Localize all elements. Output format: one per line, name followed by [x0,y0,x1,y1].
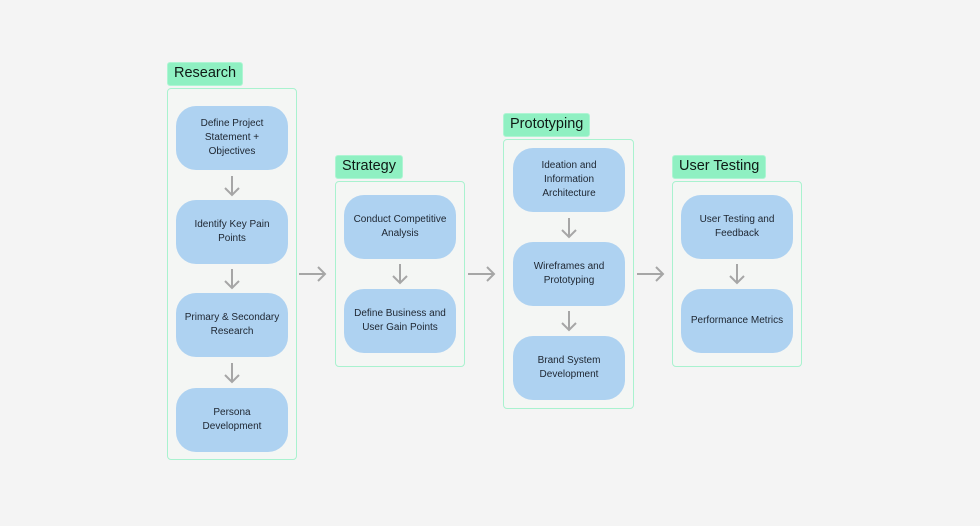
arrow-right [298,266,328,282]
arrow-down [224,362,240,384]
step-ideation-information-architecture: Ideation and Information Architecture [513,148,625,212]
arrow-right [636,266,666,282]
arrow-down [224,175,240,197]
step-performance-metrics: Performance Metrics [681,289,793,353]
step-user-testing-feedback: User Testing and Feedback [681,195,793,259]
step-business-user-gain-points: Define Business and User Gain Points [344,289,456,353]
step-brand-system-development: Brand System Development [513,336,625,400]
step-wireframes-prototyping: Wireframes and Prototyping [513,242,625,306]
arrow-down [224,268,240,290]
phase-label-user-testing: User Testing [672,155,767,179]
arrow-down [561,217,577,239]
step-identify-pain-points: Identify Key Pain Points [176,200,288,264]
step-competitive-analysis: Conduct Competitive Analysis [344,195,456,259]
arrow-down [561,310,577,332]
arrow-down [392,263,408,285]
arrow-down [729,263,745,285]
arrow-right [467,266,497,282]
phase-label-strategy: Strategy [335,155,403,179]
step-primary-secondary-research: Primary & Secondary Research [176,293,288,357]
phase-label-prototyping: Prototyping [503,113,591,137]
phase-label-research: Research [167,62,244,86]
step-define-project-statement: Define Project Statement + Objectives [176,106,288,170]
step-persona-development: Persona Development [176,388,288,452]
